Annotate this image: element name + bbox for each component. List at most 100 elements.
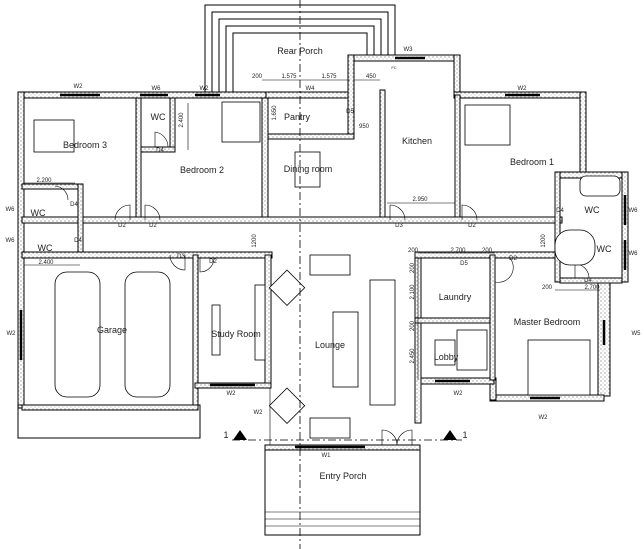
window-label: W3 <box>404 47 414 53</box>
lobby-table <box>434 339 456 366</box>
section-marker-icon <box>233 430 247 440</box>
window-label: W4 <box>306 86 316 92</box>
room-label: WC <box>597 244 612 254</box>
door-label: D4 <box>70 202 78 208</box>
door-label: D4 <box>156 148 164 154</box>
room-label: Dining room <box>284 164 333 174</box>
room-label: Lounge <box>315 340 345 350</box>
section-marker-label: 1 <box>223 430 228 440</box>
window-label: W6 <box>629 208 639 214</box>
room-label: Bedroom 1 <box>510 157 554 167</box>
door-swings <box>54 131 590 446</box>
dimension-label: 200 <box>410 320 416 331</box>
room-label: WC <box>151 112 166 122</box>
room-label: Garage <box>97 325 127 335</box>
room-label: Entry Porch <box>319 471 366 481</box>
dimension-label: 2.200 <box>36 178 52 184</box>
window-label: W2 <box>539 415 549 421</box>
dimension-label: 450 <box>366 74 377 80</box>
desk <box>211 304 221 356</box>
dimension-label: 2.700 <box>450 248 466 254</box>
bathtub <box>579 175 621 197</box>
dimension-label: 200 <box>542 285 553 291</box>
window-label: W6 <box>6 238 16 244</box>
dining-table <box>294 151 321 188</box>
window-label: W2 <box>254 410 264 416</box>
room-label: Bedroom 3 <box>63 140 107 150</box>
window-label: W5 <box>632 331 642 337</box>
bed-bedroom-1 <box>464 104 511 146</box>
dimension-label: 200 <box>410 262 416 273</box>
dimension-labels: 200 1.575 1.575 450 2.400 1.650 950 2.20… <box>24 65 600 380</box>
room-label: Kitchen <box>402 136 432 146</box>
dimension-label: 1200 <box>252 234 258 248</box>
room-labels: Rear Porch Pantry Kitchen Dining room Be… <box>31 46 612 481</box>
dimension-label: 200 <box>482 248 493 254</box>
dimension-label: 200 <box>408 248 419 254</box>
dimension-label: 1200 <box>541 234 547 248</box>
window-label: W2 <box>518 86 528 92</box>
armchair <box>268 269 306 306</box>
bed-master <box>527 339 591 396</box>
corner-bath <box>554 229 596 266</box>
lobby-sofa <box>456 329 488 371</box>
dimension-label: 2.700 <box>584 285 600 291</box>
room-label: Master Bedroom <box>514 317 581 327</box>
door-label: D5 <box>346 109 354 115</box>
sofa-bottom <box>309 417 351 439</box>
door-labels: D4 D4 D4 D2 D2 D3 D2 D3 D2 D4 D2 D5 D4 D… <box>70 109 592 284</box>
room-label: Laundry <box>439 292 472 302</box>
car <box>124 271 171 398</box>
window-labels: W2 W6 W2 W3 W4 W2 W6 W6 W2 W6 W6 W5 W2 W… <box>6 47 642 459</box>
window-label: W1 <box>322 453 332 459</box>
dimension-label: 200 <box>252 74 263 80</box>
room-label: WC <box>31 208 46 218</box>
fridge-label: FC <box>391 65 396 70</box>
bed-bedroom-3 <box>33 119 75 153</box>
sofa-top <box>309 254 351 276</box>
furniture <box>33 101 621 439</box>
window-label: W2 <box>74 84 84 90</box>
room-label: Bedroom 2 <box>180 165 224 175</box>
room-label: Pantry <box>284 112 311 122</box>
window-label: W2 <box>454 391 464 397</box>
door-label: D4 <box>74 238 82 244</box>
door-label: D2 <box>118 223 126 229</box>
dimension-label: 1.575 <box>321 74 337 80</box>
door-label: D3 <box>177 254 185 260</box>
window-label: W2 <box>200 86 210 92</box>
room-label: WC <box>38 243 53 253</box>
window-label: W6 <box>152 86 162 92</box>
door-label: D2 <box>149 223 157 229</box>
door-label: D3 <box>395 223 403 229</box>
door-label: D2 <box>209 259 217 265</box>
dimension-label: 1.650 <box>272 105 278 121</box>
window-marks <box>19 56 627 449</box>
door-label: D4 <box>584 278 592 284</box>
door-label: D2 <box>509 256 517 262</box>
room-label: Study Room <box>211 329 261 339</box>
bookshelf <box>254 284 266 361</box>
room-label: Rear Porch <box>277 46 323 56</box>
coffee-table <box>332 311 359 388</box>
room-label: Lobby <box>434 352 459 362</box>
section-marker-icon <box>443 430 457 440</box>
dimension-label: 2.100 <box>410 284 416 300</box>
window-label: W6 <box>629 251 639 257</box>
section-marker-label: 1 <box>462 430 467 440</box>
bed-bedroom-2 <box>221 101 261 143</box>
door-label: D2 <box>468 223 476 229</box>
car <box>54 271 101 398</box>
dimension-label: 1.575 <box>281 74 297 80</box>
dimension-label: 2.400 <box>38 260 54 266</box>
door-label: D4 <box>556 208 564 214</box>
door-label: D5 <box>460 261 468 267</box>
room-label: WC <box>585 205 600 215</box>
dimension-label: 950 <box>359 124 370 130</box>
dimension-label: 2.950 <box>412 197 428 203</box>
dimension-label: 2.400 <box>179 112 185 128</box>
window-label: W6 <box>6 207 16 213</box>
sofa-long <box>369 279 396 406</box>
armchair <box>268 387 306 424</box>
